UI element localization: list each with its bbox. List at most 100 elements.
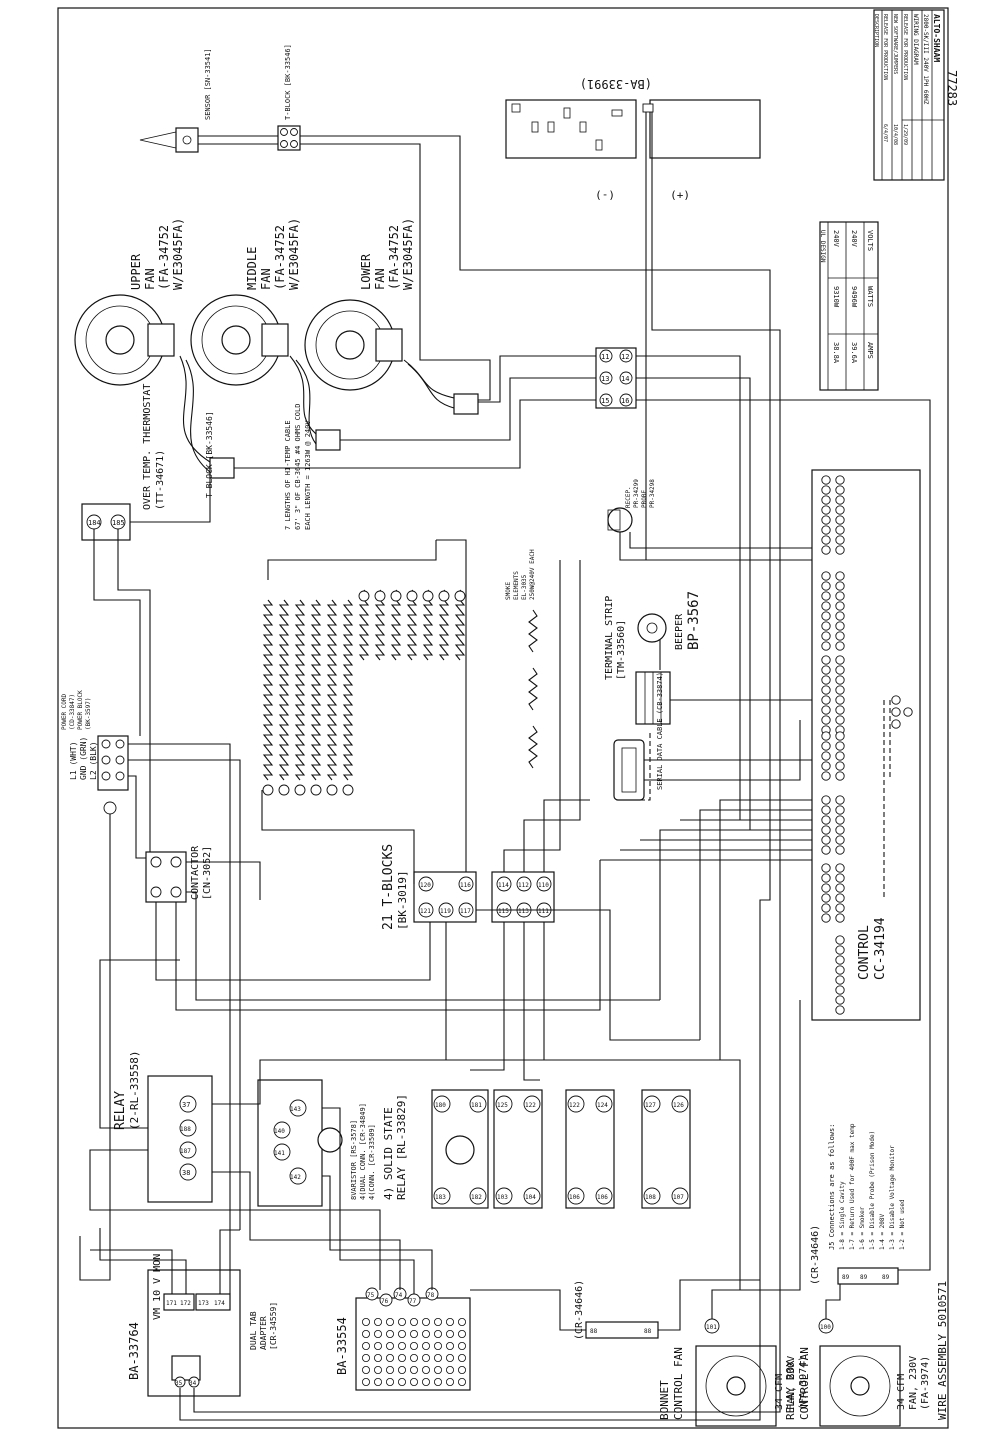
tb-111: 111 — [538, 908, 549, 915]
heating-elements — [262, 540, 466, 796]
ba33554-pad — [397, 1318, 406, 1327]
control-terminal — [821, 715, 831, 725]
heating-element-zigzag — [390, 589, 402, 661]
control-terminal — [835, 965, 845, 975]
cable-note-2: 67' 3" OF CB-3645 #4 OHMS COLD — [294, 404, 302, 530]
board-ba33554: BA-33554 75 76 74 77 78 — [335, 1287, 471, 1391]
title-rev-1: NEW SOFTWARE/JUMPERS — [892, 14, 898, 74]
control-terminal — [835, 715, 845, 725]
beeper-l1: BEEPER — [674, 613, 685, 650]
ba33554-pad — [385, 1342, 394, 1351]
ba33554-pad — [397, 1342, 406, 1351]
control-jumper-terminal — [891, 707, 901, 717]
vm-label: VM 10 V MON — [152, 1254, 163, 1320]
ssr-terminal-label: 182 — [471, 1194, 482, 1201]
control-terminal — [835, 485, 845, 495]
ssr-terminal-label: 126 — [673, 1102, 684, 1109]
middle-fan-l3: (FA-34752 — [273, 225, 287, 290]
control-terminal — [821, 641, 831, 651]
tb-121: 121 — [420, 908, 431, 915]
control-terminal — [821, 495, 831, 505]
thermostat-l2: (TT-34671) — [155, 450, 166, 510]
tb-116: 116 — [460, 882, 471, 889]
ba33554-pad — [457, 1342, 466, 1351]
relay1-37: 37 — [182, 1101, 190, 1109]
ba33554-pad — [409, 1354, 418, 1363]
tb-119: 119 — [440, 908, 451, 915]
bonnet-fan: (CR-34646) 88 88 BONNET CONTROL FAN 101 … — [574, 1280, 809, 1427]
ts-13: 13 — [601, 375, 609, 383]
ba33554-pad — [445, 1318, 454, 1327]
tblock-mid-label: T-BLOCK [BK-33546] — [205, 411, 214, 498]
tb-110: 110 — [538, 882, 549, 889]
relay-2: 143 140 141 142 — [257, 1079, 343, 1207]
ssr-terminal-label: 106 — [569, 1194, 580, 1201]
ul-r1-w: 9310W — [832, 286, 840, 308]
control-terminal — [821, 741, 831, 751]
title-rev-1-date: 10/4/08 — [892, 124, 898, 145]
power-cord-l3: POWER BLOCK — [77, 690, 84, 730]
board-plus-label: (+) — [670, 189, 690, 202]
control-terminal — [821, 883, 831, 893]
ts-14: 14 — [621, 375, 629, 383]
j5-note-line: 1-5 = Disable Probe (Prison Mode) — [869, 1131, 876, 1250]
varistor-l3: 4(CONN. [CR-33509] — [368, 1124, 376, 1200]
cable-note: 7 LENGTHS OF HI-TEMP CABLE 67' 3" OF CB-… — [284, 404, 312, 530]
control-terminal — [821, 571, 831, 581]
control-terminal — [835, 945, 845, 955]
heating-element-terminal — [406, 590, 418, 602]
tb-112: 112 — [518, 882, 529, 889]
ba33554-pad — [397, 1330, 406, 1339]
ssr-varistor-symbol — [445, 1135, 475, 1165]
control-terminal — [821, 601, 831, 611]
control-terminal — [821, 795, 831, 805]
ba33554-pad — [397, 1378, 406, 1387]
tblock-top-label: T-BLOCK [BK-33546] — [284, 44, 292, 120]
ssr-l2: RELAY [RL-33829] — [395, 1094, 408, 1200]
control-terminal — [835, 665, 845, 675]
control-terminal — [835, 893, 845, 903]
ba-74: 74 — [395, 1292, 403, 1299]
ba33554-pad — [373, 1366, 382, 1375]
control-terminal — [821, 705, 831, 715]
ba33554-pad — [373, 1342, 382, 1351]
ba33554-pad — [373, 1378, 382, 1387]
ul-h-amps: AMPS — [866, 342, 874, 359]
dual-tab-l3: [CR-34559] — [269, 1302, 278, 1350]
power-cord-l4: (BK-3597) — [85, 697, 92, 730]
smoke-l2: ELEMENTS — [513, 571, 520, 600]
ssr-terminal — [495, 1095, 513, 1113]
heating-element-terminal — [262, 784, 274, 796]
ssr-l1: 4) SOLID STATE — [382, 1107, 395, 1200]
j5-35: 35 — [175, 1380, 183, 1387]
recep-l4: PR-34298 — [649, 479, 656, 508]
title-rev-2: RELEASE FOR PRODUCTION — [882, 14, 888, 80]
ba33554-pad — [373, 1330, 382, 1339]
control-terminal — [835, 805, 845, 815]
ba33554-pad — [445, 1378, 454, 1387]
fan-middle: MIDDLE FAN (FA-34752 W/E3045FA) — [190, 218, 301, 386]
element-bus — [267, 540, 437, 580]
recep-l3: PROBE — [641, 490, 648, 508]
control-board: CONTROL CC-34194 — [811, 469, 921, 1021]
cr-left-label: (CR-34646) — [574, 1280, 585, 1340]
fan-t101: 101 — [706, 1324, 717, 1331]
ssr-terminal-label: 106 — [597, 1194, 608, 1201]
control-l1: CONTROL — [857, 925, 872, 980]
ul-r0-v: 240V — [850, 230, 858, 248]
control-terminal — [835, 731, 845, 741]
control-terminal — [821, 863, 831, 873]
control-terminal — [821, 515, 831, 525]
upper-fan-l2: FAN — [143, 268, 157, 290]
relay1-188: 188 — [180, 1126, 191, 1133]
title-drawing-number: 77283 — [945, 70, 959, 106]
ssr-terminal — [567, 1187, 585, 1205]
heating-element-terminal — [326, 784, 338, 796]
control-terminal — [835, 845, 845, 855]
control-terminal — [821, 771, 831, 781]
upper-fan-l3: (FA-34752 — [157, 225, 171, 290]
ssr-terminal — [595, 1095, 613, 1113]
ba33764-label: BA-33764 — [127, 1322, 141, 1380]
j5-note-line: 1-6 = Smoker — [859, 1206, 866, 1250]
control-terminal — [835, 913, 845, 923]
